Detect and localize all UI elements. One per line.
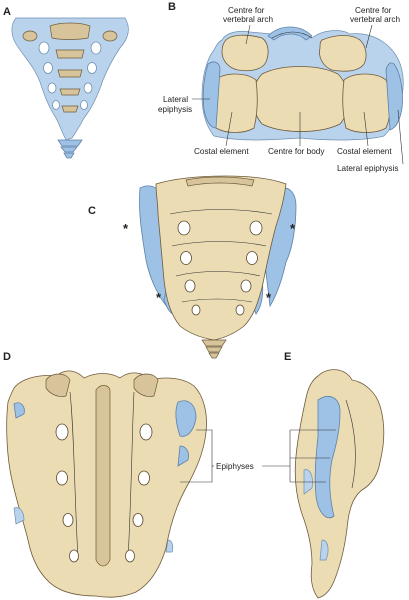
ossification-body-s5 — [61, 105, 79, 113]
label-lateral-epiphysis-left: Lateral epiphysis — [158, 95, 192, 114]
panel-b: B Centre for vertebral arch — [158, 1, 404, 173]
label-centre-arch-left: Centre for vertebral arch — [223, 6, 274, 24]
panel-a-letter: A — [3, 6, 11, 18]
lateral-epiphysis-left — [202, 61, 221, 129]
centre-for-body — [252, 66, 349, 132]
ossification-costal-left — [22, 30, 38, 42]
asterisk-lower-left: * — [156, 290, 162, 305]
asterisk-upper-right: * — [290, 221, 296, 236]
panel-d-letter: D — [3, 351, 11, 363]
panel-c: C — [88, 175, 297, 359]
panel-e: E — [262, 351, 385, 599]
label-costal-element-left: Costal element — [194, 147, 249, 156]
auricular-surface-epiphysis — [314, 396, 341, 519]
ossification-body-s3 — [57, 69, 83, 78]
sacrum-cartilage-model — [11, 17, 129, 159]
panel-d: D Epiphyses — [3, 351, 254, 598]
label-lateral-epiphysis-right: Lateral epiphysis — [337, 164, 398, 173]
ossification-body-s4 — [59, 88, 81, 96]
arch-junction-cartilage — [267, 26, 313, 41]
label-centre-arch-right: Centre for vertebral arch — [350, 6, 401, 24]
centre-vertebral-arch-right — [319, 35, 367, 72]
panel-a: A — [3, 6, 129, 159]
coccyx-tip — [57, 139, 83, 147]
panel-b-letter: B — [168, 1, 176, 13]
panel-c-letter: C — [88, 205, 96, 217]
label-centre-for-body: Centre for body — [268, 147, 325, 156]
ossification-costal-right — [102, 30, 118, 42]
bracket-epiphyses-d — [180, 429, 213, 483]
sacrum-anterior-view-adolescent — [139, 175, 297, 359]
first-sacral-vertebra-superior-view — [201, 26, 404, 141]
sacrum-posterior-view-adult — [6, 370, 207, 598]
costal-element-right — [342, 73, 391, 133]
label-epiphyses: Epiphyses — [216, 462, 254, 471]
asterisk-lower-right: * — [266, 290, 272, 305]
sacrum-lateral-view-adult — [294, 369, 385, 599]
ossification-body-s1 — [49, 22, 91, 40]
asterisk-upper-left: * — [123, 221, 129, 236]
centre-vertebral-arch-left — [221, 34, 269, 72]
panel-e-letter: E — [284, 351, 291, 363]
ossification-body-s2 — [55, 49, 85, 59]
label-costal-element-right: Costal element — [337, 147, 392, 156]
